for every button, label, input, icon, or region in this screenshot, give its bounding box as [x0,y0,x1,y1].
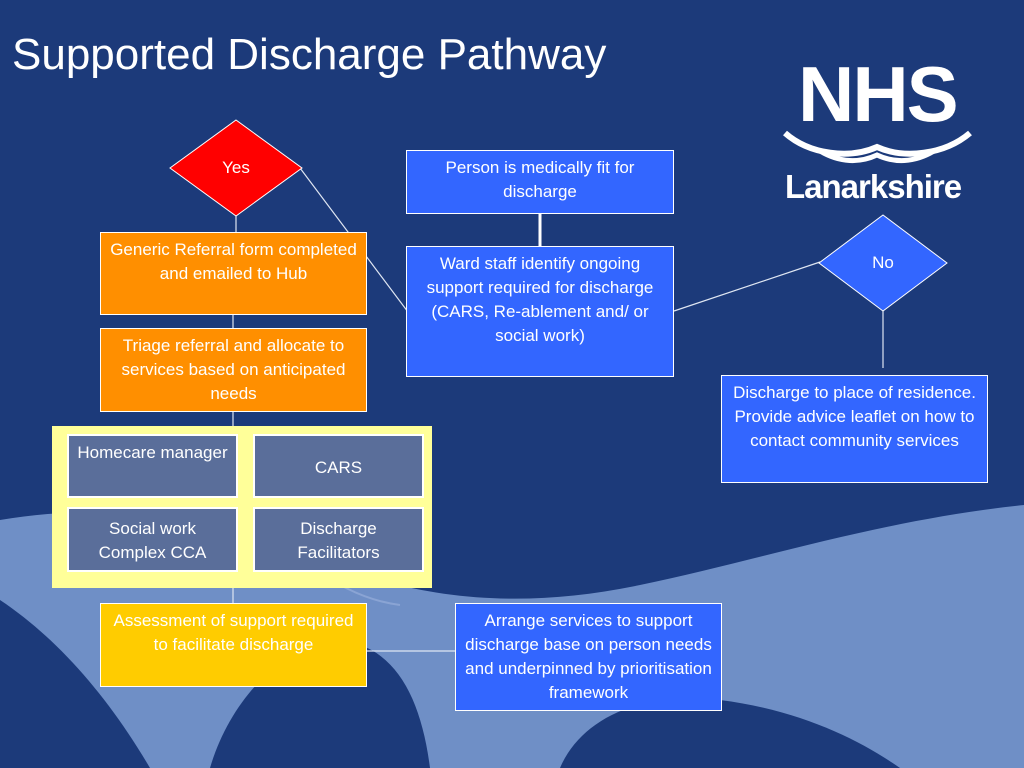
decision-no-label: No [872,253,894,272]
medically-fit-text: Person is medically fit for discharge [445,158,635,201]
arrange-services-box: Arrange services to support discharge ba… [455,603,722,711]
service-discharge-facilitators-box: Discharge Facilitators [253,507,424,572]
decision-no-diamond [818,214,948,312]
ward-staff-box: Ward staff identify ongoing support requ… [406,246,674,377]
page-title: Supported Discharge Pathway [12,30,607,79]
decision-yes-label: Yes [222,158,250,177]
service-cars-text: CARS [314,458,363,477]
service-cars-box: CARS [253,434,424,498]
logo-region-text: Lanarkshire [785,168,962,205]
service-homecare-text: Homecare manager [77,443,228,462]
assessment-box: Assessment of support required to facili… [100,603,367,687]
discharge-residence-text: Discharge to place of residence. Provide… [733,383,976,450]
service-discharge-facilitators-text: Discharge Facilitators [297,519,380,562]
service-homecare-box: Homecare manager [67,434,238,498]
service-social-work-text: Social work Complex CCA [98,519,207,562]
line-ward-to-no [673,261,821,312]
triage-text: Triage referral and allocate to services… [121,336,346,403]
generic-referral-box: Generic Referral form completed and emai… [100,232,367,315]
nhs-lanarkshire-logo: NHS Lanarkshire [780,55,975,215]
medically-fit-box: Person is medically fit for discharge [406,150,674,214]
logo-nhs-text: NHS [798,50,959,138]
decision-yes-diamond [169,119,303,217]
logo-waves-icon [783,130,972,163]
discharge-residence-box: Discharge to place of residence. Provide… [721,375,988,483]
triage-box: Triage referral and allocate to services… [100,328,367,412]
service-social-work-box: Social work Complex CCA [67,507,238,572]
ward-staff-text: Ward staff identify ongoing support requ… [426,254,654,345]
generic-referral-text: Generic Referral form completed and emai… [110,240,357,283]
assessment-text: Assessment of support required to facili… [113,611,354,654]
arrange-services-text: Arrange services to support discharge ba… [465,611,712,702]
